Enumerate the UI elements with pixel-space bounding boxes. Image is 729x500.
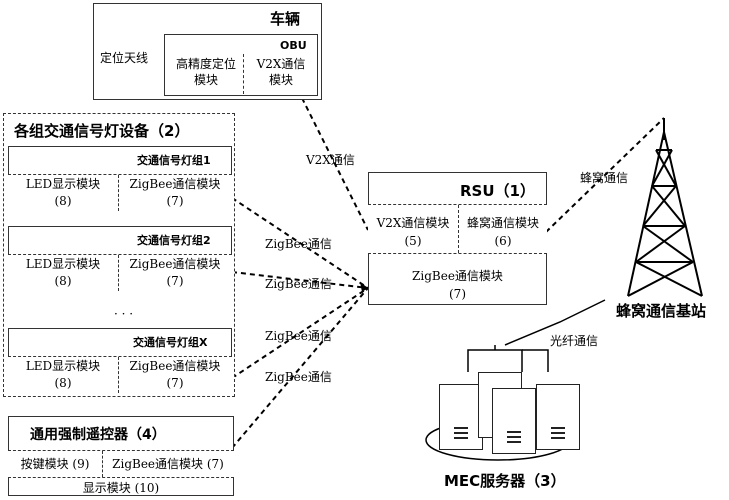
- signal-group-1-title: 交通信号灯组1: [137, 154, 211, 167]
- zigbee-num-x: (7): [166, 376, 184, 390]
- zigbee-link-1: [231, 197, 369, 289]
- signal-group-title: 各组交通信号灯设备（2）: [14, 122, 190, 140]
- rsu-cell-num: (6): [494, 234, 512, 248]
- signal-group-2-vdivider: [118, 255, 119, 291]
- zigbee-link-label-2: ZigBee通信: [265, 277, 332, 291]
- server-icon: [536, 384, 580, 450]
- led-num-2: (8): [54, 274, 72, 288]
- hp-module: [166, 54, 244, 94]
- rsu-title: RSU（1）: [460, 182, 535, 200]
- mec-label: MEC服务器（3）: [444, 472, 566, 490]
- zigbee-num-1: (7): [166, 194, 184, 208]
- obu-title: OBU: [280, 39, 307, 52]
- rsu-cell-module: 蜂窝通信模块: [466, 216, 539, 230]
- zigbee-link-label-1: ZigBee通信: [265, 237, 332, 251]
- fiber-link-label: 光纤通信: [550, 334, 599, 348]
- led-num-1: (8): [54, 194, 72, 208]
- antenna-label: 定位天线: [100, 51, 149, 65]
- tower-icon: [627, 118, 703, 297]
- zigbee-num-2: (7): [166, 274, 184, 288]
- led-num-x: (8): [54, 376, 72, 390]
- rsu-divider: [368, 204, 547, 254]
- remote-zigbee-module: ZigBee通信模块 (7): [112, 457, 224, 471]
- rsu-v2x-num: (5): [404, 234, 422, 248]
- rsu-zigbee-num: (7): [449, 287, 466, 301]
- hp-module-line1: 高精度定位: [175, 57, 236, 71]
- zigbee-link-3: [231, 287, 369, 379]
- v2x-link-label: V2X通信: [306, 153, 355, 167]
- display-module: 显示模块 (10): [82, 481, 160, 495]
- zigbee-module-x: ZigBee通信模块: [129, 359, 221, 373]
- signal-group-2-divider: [8, 254, 232, 292]
- remote-title: 通用强制遥控器（4）: [30, 427, 166, 443]
- rsu-zigbee-module: ZigBee通信模块: [412, 269, 503, 283]
- remote-divider: [8, 450, 234, 478]
- zigbee-link-label-3: ZigBee通信: [265, 329, 332, 343]
- cellular-link: [545, 117, 665, 233]
- rsu-v2x-module: V2X通信模块: [376, 216, 450, 230]
- led-module-x: LED显示模块: [25, 359, 101, 373]
- hp-module-line2: 模块: [193, 73, 218, 87]
- v2x-module-line1: V2X通信: [256, 57, 306, 71]
- tower-label: 蜂窝通信基站: [616, 302, 707, 320]
- rsu-vdivider: [458, 205, 459, 253]
- signal-group-x-divider: [8, 356, 232, 394]
- cellular-link-label: 蜂窝通信: [580, 171, 629, 185]
- fiber-link: [504, 299, 606, 346]
- led-module-1: LED显示模块: [25, 177, 101, 191]
- signal-group-1-vdivider: [118, 175, 119, 211]
- signal-group-x-vdivider: [118, 357, 119, 393]
- signal-group-2-title: 交通信号灯组2: [137, 234, 211, 247]
- remote-vdivider: [102, 451, 103, 477]
- signal-group-1-divider: [8, 174, 232, 212]
- zigbee-module-1: ZigBee通信模块: [129, 177, 221, 191]
- zigbee-module-2: ZigBee通信模块: [129, 257, 221, 271]
- signal-group-x-title: 交通信号灯组X: [133, 336, 208, 349]
- v2x-link: [297, 89, 369, 231]
- zigbee-link-label-4: ZigBee通信: [265, 370, 332, 384]
- zigbee-link-4: [231, 287, 369, 449]
- ellipsis: · · ·: [114, 307, 134, 321]
- led-module-2: LED显示模块: [25, 257, 101, 271]
- server-icon: [492, 388, 536, 454]
- v2x-module-line2: 模块: [268, 73, 293, 87]
- key-module: 按键模块 (9): [20, 457, 90, 471]
- server-icon: [439, 384, 483, 450]
- zigbee-link-2: [231, 271, 369, 289]
- vehicle-title: 车辆: [270, 10, 301, 28]
